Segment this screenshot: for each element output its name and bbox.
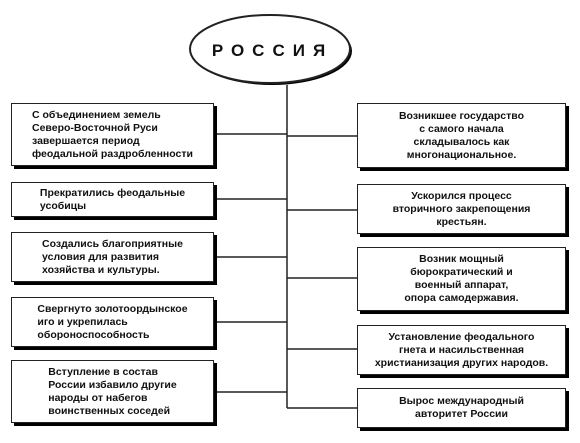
title-container: РОССИЯ bbox=[190, 15, 355, 87]
left-box-2-text: Прекратились феодальные усобицы bbox=[39, 186, 186, 212]
left-box-1-text: С объединением земель Северо-Восточной Р… bbox=[31, 108, 193, 160]
left-box-1: С объединением земель Северо-Восточной Р… bbox=[11, 103, 214, 166]
left-box-3: Создались благоприятные условия для разв… bbox=[11, 232, 214, 282]
right-box-3-text: Возник мощный бюрократический и военный … bbox=[404, 253, 519, 304]
title-ellipse bbox=[189, 14, 351, 84]
right-box-4-text: Установление феодального гнета и насильс… bbox=[374, 330, 549, 369]
right-box-1-text: Возникшее государство с самого начала ск… bbox=[398, 109, 525, 161]
right-box-1: Возникшее государство с самого начала ск… bbox=[357, 103, 566, 168]
left-box-5: Вступление в состав России избавило друг… bbox=[11, 360, 214, 423]
left-box-4-text: Свергнуто золотоордынское иго и укрепила… bbox=[37, 302, 188, 341]
right-box-2-text: Ускорился процесс вторичного закрепощени… bbox=[392, 189, 531, 228]
left-box-4: Свергнуто золотоордынское иго и укрепила… bbox=[11, 297, 214, 347]
diagram-title: РОССИЯ bbox=[211, 41, 334, 60]
right-box-5-text: Вырос международный авторитет России bbox=[399, 395, 524, 420]
right-box-2: Ускорился процесс вторичного закрепощени… bbox=[357, 184, 566, 234]
right-box-5: Вырос международный авторитет России bbox=[357, 388, 566, 428]
left-box-3-text: Создались благоприятные условия для разв… bbox=[42, 237, 183, 276]
left-box-2: Прекратились феодальные усобицы bbox=[11, 182, 214, 217]
left-box-5-text: Вступление в состав России избавило друг… bbox=[48, 365, 177, 417]
right-box-4: Установление феодального гнета и насильс… bbox=[357, 325, 566, 375]
right-box-3: Возник мощный бюрократический и военный … bbox=[357, 247, 566, 311]
